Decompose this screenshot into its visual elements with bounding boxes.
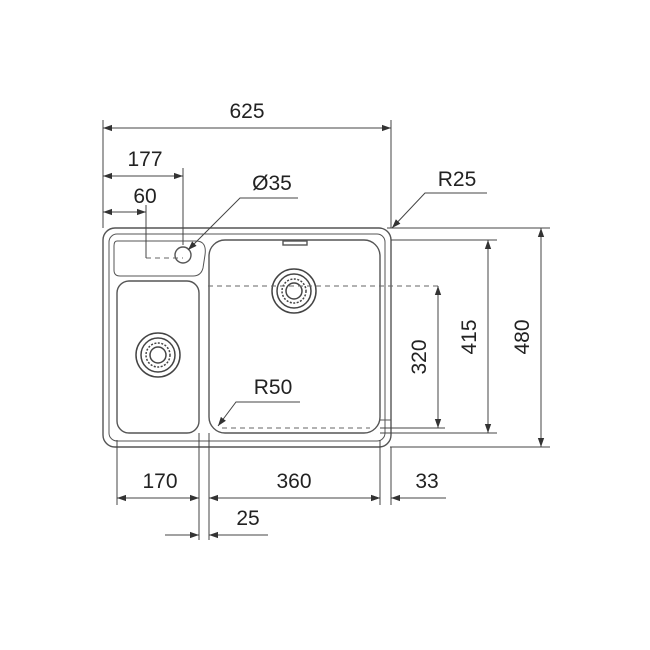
label-tap-hole-offset: 177 — [127, 148, 162, 171]
label-tap-hole-diameter: Ø35 — [252, 172, 292, 195]
tap-ledge — [113, 240, 206, 277]
main-drain-icon — [271, 268, 317, 314]
label-right-edge: 33 — [415, 470, 438, 493]
small-drain-icon — [135, 332, 181, 378]
sink-inner-rim — [108, 233, 386, 442]
sink-outline — [102, 227, 392, 448]
reference-lines — [146, 257, 445, 429]
label-corner-radius-outer: R25 — [438, 168, 477, 191]
label-small-bowl-width: 170 — [142, 470, 177, 493]
dimension-labels: 625 177 60 Ø35 R25 R50 320 415 480 170 3… — [127, 100, 534, 530]
dimension-lines — [103, 124, 545, 539]
label-main-bowl-width: 360 — [276, 470, 311, 493]
overflow-slot — [282, 240, 308, 246]
sink-outer-rim — [102, 227, 392, 448]
main-bowl — [208, 239, 381, 434]
label-corner-radius-bowl: R50 — [254, 376, 293, 399]
small-bowl — [116, 280, 200, 434]
label-divider-width: 25 — [236, 507, 259, 530]
label-overall-width: 625 — [229, 100, 264, 123]
label-inner-height: 415 — [458, 319, 481, 354]
label-main-bowl-depth: 320 — [408, 339, 431, 374]
tap-hole — [174, 246, 192, 264]
label-small-offset: 60 — [133, 185, 156, 208]
label-overall-height: 480 — [511, 319, 534, 354]
